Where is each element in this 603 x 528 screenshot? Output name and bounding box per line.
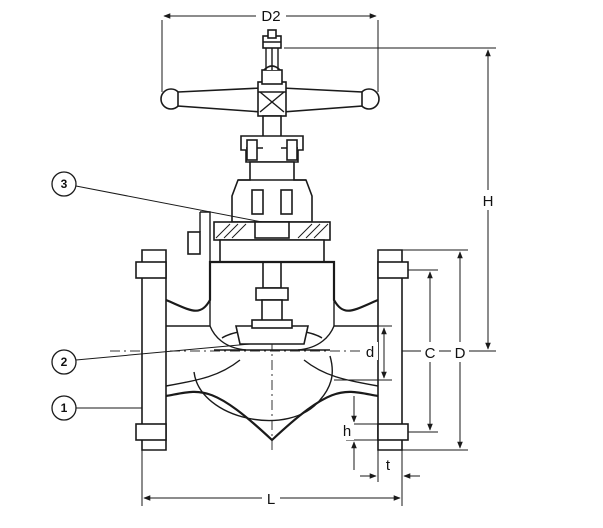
right-flange	[377, 249, 403, 451]
bonnet-neck	[231, 161, 313, 223]
dimension-t: t	[360, 450, 420, 482]
disc-stem-end	[261, 299, 283, 323]
dimension-d-large-label: D	[455, 345, 466, 362]
valve-body	[135, 249, 409, 451]
bonnet-body	[219, 239, 325, 263]
dimension-l-label: L	[267, 491, 275, 508]
left-flange-bolt-top	[135, 261, 167, 279]
callout-1-number: 1	[61, 401, 68, 415]
callout-2-number: 2	[61, 355, 68, 369]
packing-left	[251, 189, 264, 215]
dimension-h-label: H	[483, 193, 494, 210]
handwheel-right-spoke	[281, 87, 363, 113]
bonnet-bolt	[187, 231, 201, 255]
gland-bolt-right	[286, 139, 298, 161]
right-flange-bolt-bottom	[377, 423, 409, 441]
handwheel	[160, 29, 380, 117]
dimension-h-flange: h	[340, 396, 378, 470]
packing-right	[280, 189, 293, 215]
dimension-h: H	[284, 47, 496, 352]
stem-bush	[254, 221, 290, 239]
stem-nut	[261, 69, 283, 85]
disc-holder	[251, 319, 293, 329]
callout-2: 2	[51, 343, 251, 375]
right-flange-bolt-top	[377, 261, 409, 279]
dimension-d2-label: D2	[261, 8, 280, 25]
callout-3-number: 3	[61, 177, 68, 191]
handwheel-left-spoke	[177, 87, 263, 113]
callout-3: 3	[51, 171, 263, 223]
gland-bolt-left	[246, 139, 258, 161]
dimension-l: L	[141, 450, 403, 508]
disc-nut	[255, 287, 289, 301]
dimension-d2: D2	[161, 6, 379, 92]
dimension-t-label: t	[386, 457, 391, 474]
callout-1: 1	[51, 395, 142, 421]
dimension-c-label: C	[425, 345, 436, 362]
left-flange-bolt-bottom	[135, 423, 167, 441]
bonnet	[187, 135, 331, 263]
disc-assembly	[235, 287, 309, 345]
dimension-d-large: D	[402, 249, 469, 451]
left-flange	[141, 249, 167, 451]
stem-top-tip	[267, 29, 277, 39]
dimension-h-flange-label: h	[343, 423, 351, 440]
dimension-d-small-label: d	[366, 344, 374, 361]
bonnet-hatching	[215, 223, 329, 239]
dimension-d-small: d	[334, 325, 392, 381]
dimension-c: C	[408, 269, 439, 433]
